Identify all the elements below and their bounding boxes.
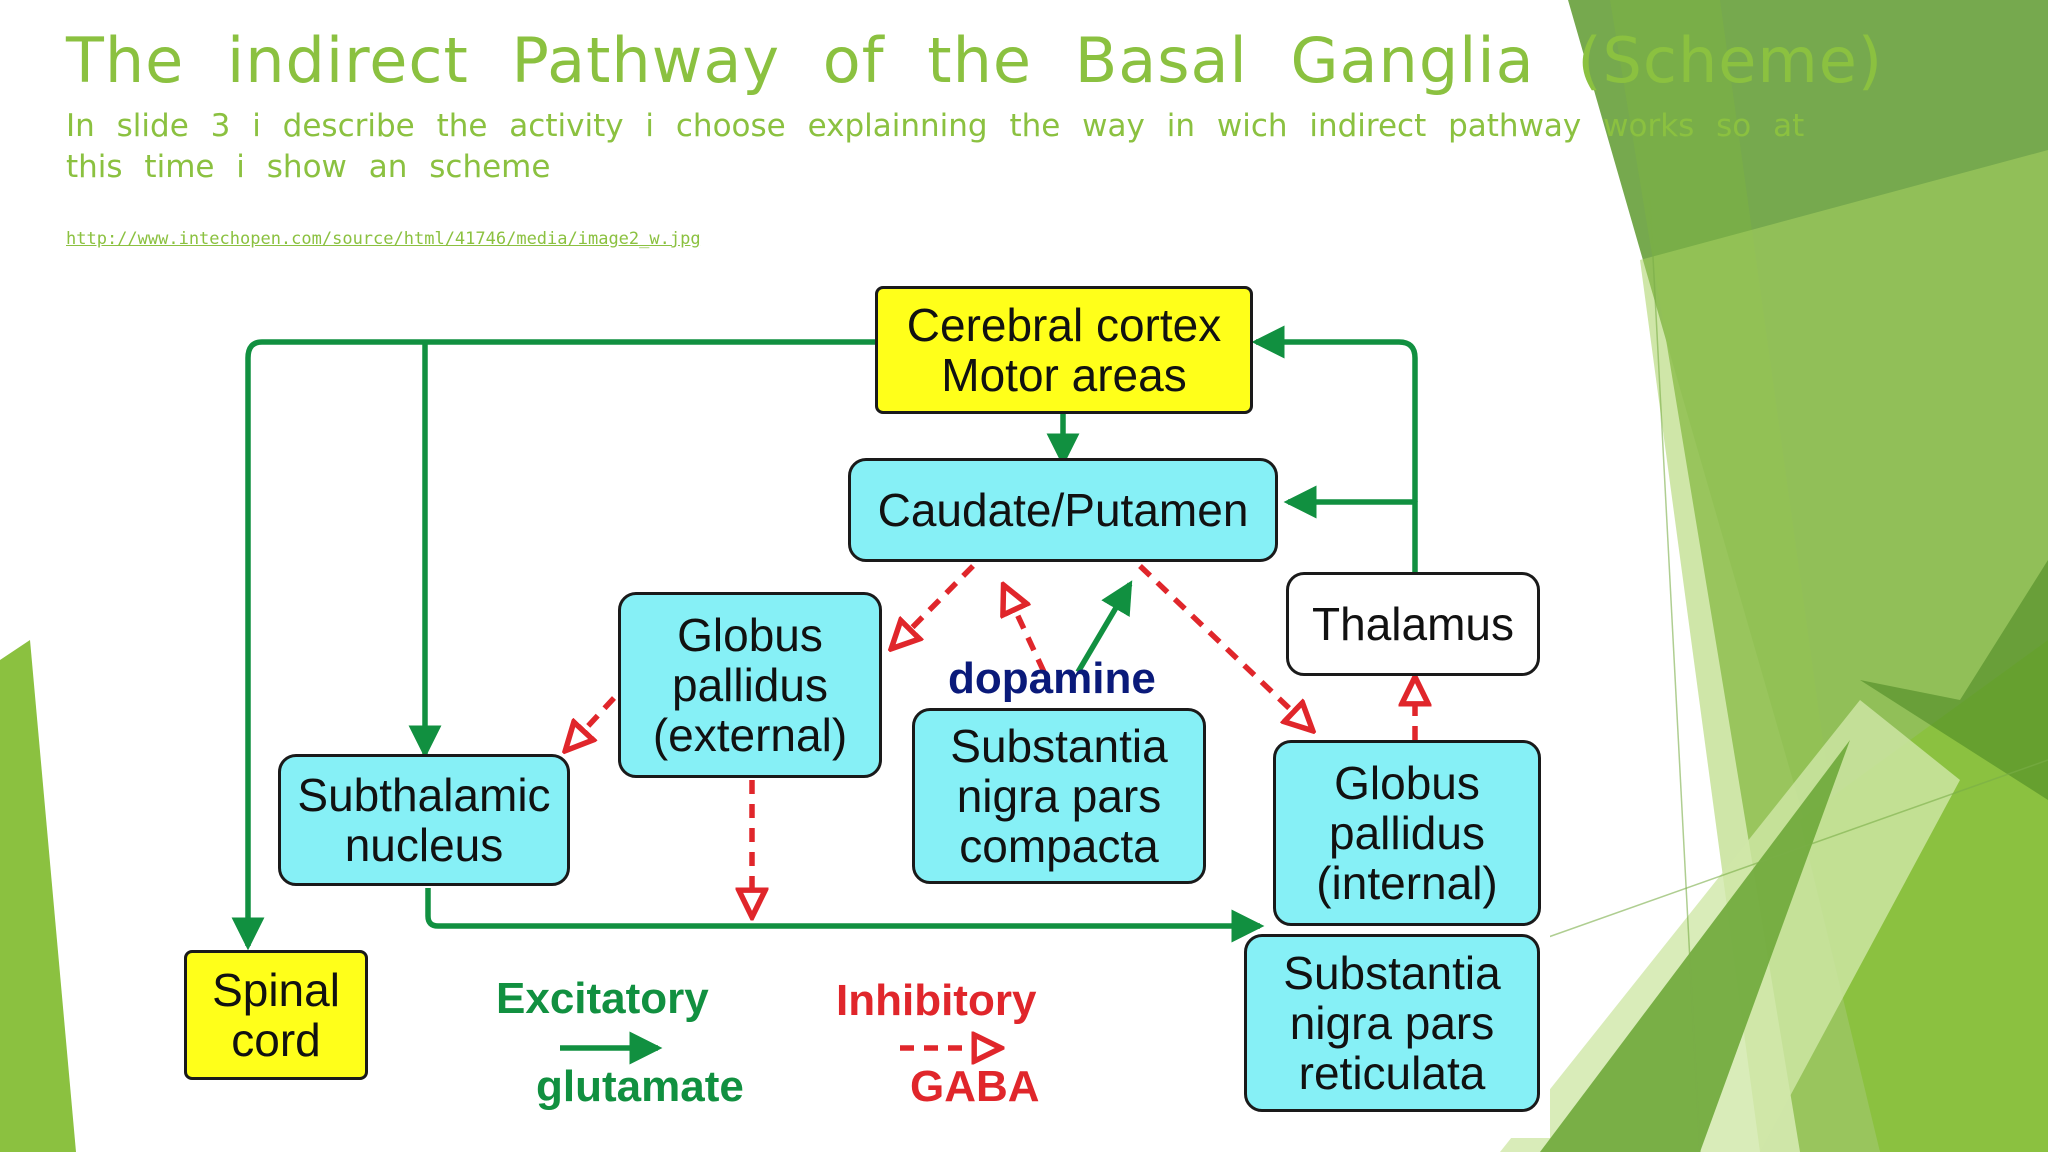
legend-excitatory-label: Excitatory bbox=[496, 974, 709, 1023]
globus-pallidus-external-node: Globus pallidus (external) bbox=[618, 592, 882, 778]
caudate-putamen-node: Caudate/Putamen bbox=[848, 458, 1278, 562]
globus-pallidus-internal-label: Globus pallidus (internal) bbox=[1316, 757, 1498, 909]
globus-pallidus-external-label: Globus pallidus (external) bbox=[652, 609, 848, 761]
spinal-cord-label: Spinal cord bbox=[212, 964, 340, 1066]
substantia-nigra-reticulata-node: Substantia nigra pars reticulata bbox=[1244, 934, 1540, 1112]
substantia-nigra-reticulata-label: Substantia nigra pars reticulata bbox=[1283, 947, 1501, 1099]
thalamus-label: Thalamus bbox=[1312, 598, 1514, 650]
arrow-caudate-gpe bbox=[892, 564, 975, 648]
cerebral-cortex-node: Cerebral cortex Motor areas bbox=[875, 286, 1253, 414]
globus-pallidus-internal-node: Globus pallidus (internal) bbox=[1273, 740, 1541, 926]
caudate-putamen-label: Caudate/Putamen bbox=[877, 484, 1249, 536]
arrow-thalamus-cortex bbox=[1251, 325, 1418, 502]
dopamine-label: dopamine bbox=[948, 654, 1156, 703]
arrow-gpe-stn bbox=[566, 696, 617, 750]
legend-glutamate-label: glutamate bbox=[536, 1062, 744, 1111]
slide-title: The indirect Pathway of the Basal Gangli… bbox=[66, 24, 1884, 97]
arrow-caudate-gpi bbox=[1138, 564, 1312, 730]
source-link[interactable]: http://www.intechopen.com/source/html/41… bbox=[66, 229, 701, 249]
arrow-snc-caudate bbox=[1004, 586, 1047, 674]
slide-subtitle: In slide 3 i describe the activity i cho… bbox=[66, 108, 1805, 185]
arrow-dopamine-caudate bbox=[1075, 580, 1133, 674]
subthalamic-nucleus-label: Subthalamic nucleus bbox=[297, 769, 551, 871]
arrow-stn-snr bbox=[425, 888, 1265, 943]
subthalamic-nucleus-node: Subthalamic nucleus bbox=[278, 754, 570, 886]
substantia-nigra-compacta-label: Substantia nigra pars compacta bbox=[950, 720, 1168, 872]
spinal-cord-node: Spinal cord bbox=[184, 950, 368, 1080]
legend-inhibitory-label: Inhibitory bbox=[836, 976, 1037, 1025]
substantia-nigra-compacta-node: Substantia nigra pars compacta bbox=[912, 708, 1206, 884]
indirect-pathway-diagram: Cerebral cortex Motor areas Caudate/Puta… bbox=[170, 278, 1550, 1138]
cerebral-cortex-label: Cerebral cortex Motor areas bbox=[906, 299, 1222, 401]
thalamus-node: Thalamus bbox=[1286, 572, 1540, 676]
arrow-thalamus-caudate bbox=[1283, 485, 1418, 572]
legend-gaba-label: GABA bbox=[910, 1062, 1040, 1111]
arrow-cortex-spinal bbox=[231, 339, 875, 951]
pathway-arrows bbox=[231, 325, 1550, 1065]
